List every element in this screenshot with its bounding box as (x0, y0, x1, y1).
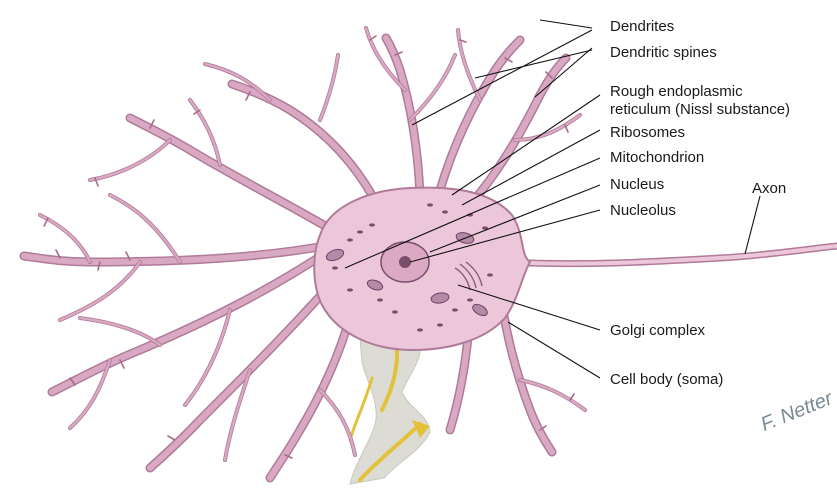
nucleolus (399, 256, 411, 268)
label-rer-line2: reticulum (Nissl substance) (610, 101, 790, 118)
glial-process (350, 333, 430, 484)
label-nucleus: Nucleus (610, 176, 664, 193)
labels: Dendrites Dendritic spines Rough endopla… (610, 18, 790, 388)
label-dendritic-spines: Dendritic spines (610, 44, 717, 61)
signature-text: F. Netter M.D. (758, 369, 837, 435)
axon-fiber (505, 246, 837, 264)
label-dendrites: Dendrites (610, 18, 674, 35)
label-mitochondrion: Mitochondrion (610, 149, 704, 166)
artist-signature: F. Netter M.D. (758, 369, 837, 435)
label-nucleolus: Nucleolus (610, 202, 676, 219)
nucleus (381, 242, 429, 282)
label-axon: Axon (752, 180, 786, 197)
label-cell-body: Cell body (soma) (610, 371, 723, 388)
label-golgi-complex: Golgi complex (610, 322, 706, 339)
label-rer-line1: Rough endoplasmic (610, 83, 743, 100)
cell-body (314, 188, 530, 350)
label-ribosomes: Ribosomes (610, 124, 685, 141)
